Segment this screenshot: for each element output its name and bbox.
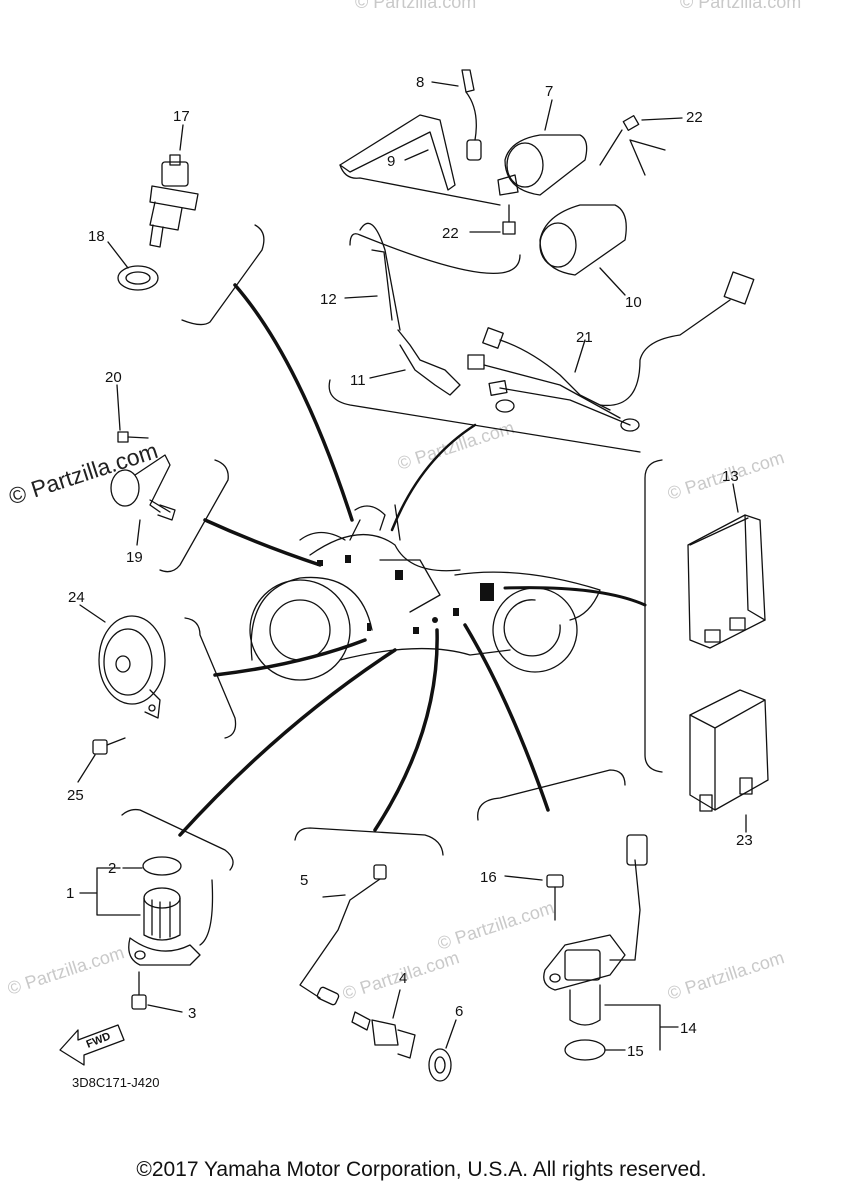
leader-speed-sensor: [463, 623, 550, 812]
callout-7: 7: [545, 83, 553, 100]
callout-11: 11: [350, 372, 366, 389]
bracket-temp-sensor: [181, 224, 265, 326]
callout-8: 8: [416, 74, 424, 91]
bracket-oxygen-sensor: [294, 827, 444, 856]
diagram-code: 3D8C171-J420: [72, 1075, 159, 1090]
sensor-19: [110, 454, 176, 521]
temperature-sensor-17: [149, 154, 199, 248]
callout-22-lower: 22: [442, 225, 459, 242]
bolt-16: [546, 874, 564, 921]
bolt-3: [131, 971, 147, 1010]
gasket-6: [428, 1048, 452, 1082]
bolt-22-upper: [599, 115, 640, 166]
callout-19: 19: [126, 549, 143, 566]
watermark-top: © Partzilla.com: [355, 0, 476, 12]
callout-22-upper: 22: [686, 109, 703, 126]
bracket-sensor-19: [159, 459, 229, 573]
o-ring-2: [142, 856, 182, 876]
bolt-22-lower: [502, 204, 516, 235]
bike-part-markers: [317, 555, 494, 634]
leader-ignition: [390, 423, 477, 532]
bracket-speed-sensor: [477, 769, 626, 821]
callout-10: 10: [625, 294, 642, 311]
wire-sub-harness-21: [467, 271, 755, 432]
leader-ecu: [503, 586, 647, 607]
gasket-18: [117, 265, 159, 291]
callout-13: 13: [722, 468, 739, 485]
ignition-coil-7: [497, 134, 588, 196]
motorcycle-outline: [249, 504, 601, 681]
bolt-25: [92, 737, 126, 755]
callout-12: 12: [320, 291, 337, 308]
leader-temp-sensor: [233, 283, 354, 522]
copyright-notice: ©2017 Yamaha Motor Corporation, U.S.A. A…: [136, 1158, 707, 1181]
horn-24: [98, 615, 166, 719]
pickup-sensor-1: [128, 879, 214, 966]
callout-25: 25: [67, 787, 84, 804]
leader-oxygen-sensor: [373, 628, 439, 832]
callout-17: 17: [173, 108, 190, 125]
callout-23: 23: [736, 832, 753, 849]
ecu-13: [687, 514, 766, 649]
callout-2: 2: [108, 860, 116, 877]
callout-14: 14: [680, 1020, 697, 1037]
callout-24: 24: [68, 589, 85, 606]
callout-1: 1: [66, 885, 74, 902]
fwd-label: FWD: [85, 1030, 113, 1051]
leader-sensor-19: [203, 518, 322, 567]
callout-16: 16: [480, 869, 497, 886]
callout-6: 6: [455, 1003, 463, 1020]
fwd-arrow-icon: [59, 1024, 125, 1066]
callout-18: 18: [88, 228, 105, 245]
high-tension-cord-9: [339, 114, 501, 206]
watermark-center: © Partzilla.com: [395, 417, 517, 474]
leader-pickup: [178, 648, 397, 837]
bolt-20: [117, 431, 149, 443]
callout-21: 21: [576, 329, 593, 346]
watermark-top-right: © Partzilla.com: [680, 0, 801, 12]
high-tension-cord-12: [359, 222, 401, 331]
watermark-bottom-left: © Partzilla.com: [5, 942, 127, 999]
bracket-ecu: [644, 459, 663, 773]
o-ring-15: [564, 1039, 606, 1061]
relay-23: [689, 689, 769, 812]
watermark-lower-center: © Partzilla.com: [435, 897, 557, 954]
oxygen-sensor-4: [351, 1011, 416, 1059]
callout-4: 4: [399, 970, 407, 987]
plug-cap-8: [461, 69, 482, 161]
leader-horn: [213, 638, 367, 677]
lead-wire-5: [299, 864, 387, 1006]
callout-15: 15: [627, 1043, 644, 1060]
plug-cap-11: [397, 329, 461, 396]
callout-3: 3: [188, 1005, 196, 1022]
speed-sensor-14: [543, 834, 648, 1026]
bracket-horn: [184, 617, 237, 739]
callout-9: 9: [387, 153, 395, 170]
callout-20: 20: [105, 369, 122, 386]
bracket-ignition: [328, 379, 641, 453]
callout-5: 5: [300, 872, 308, 889]
watermark-bottom-right: © Partzilla.com: [665, 947, 787, 1004]
ignition-coil-10: [349, 204, 627, 276]
